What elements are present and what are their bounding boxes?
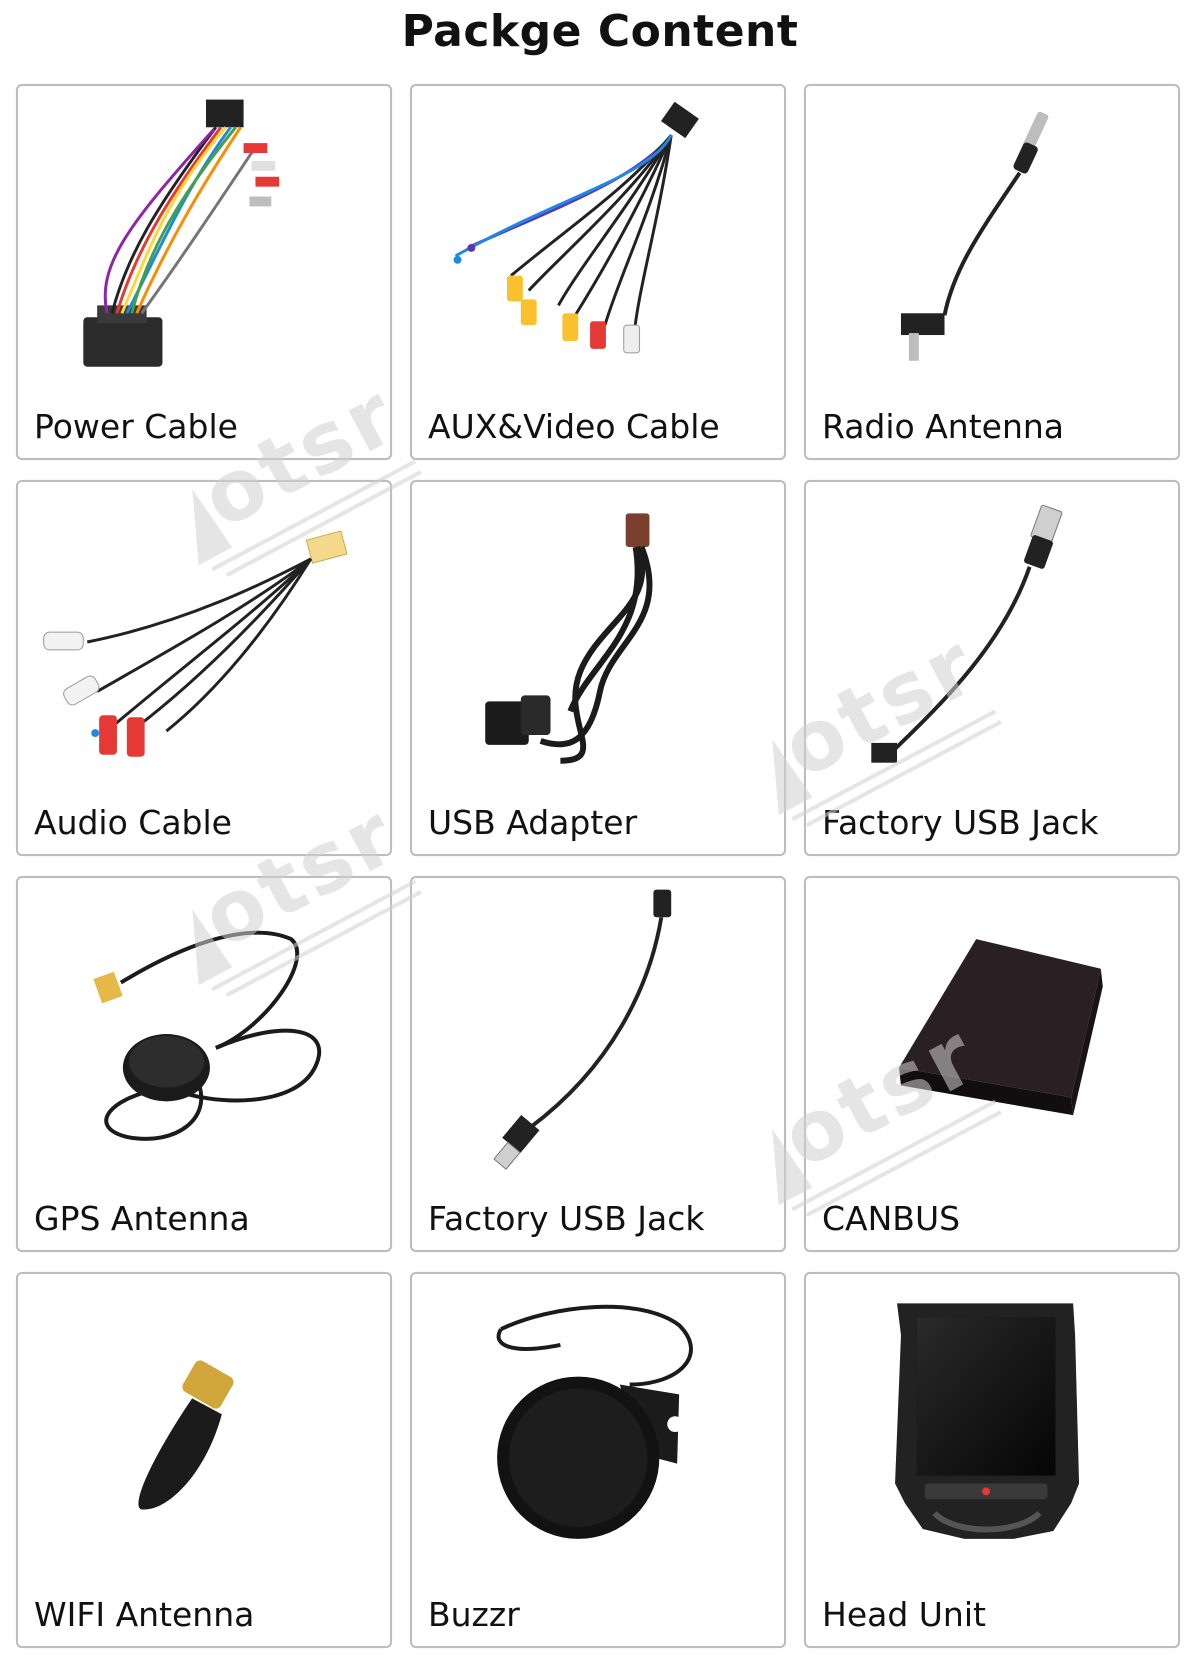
item-card-aux-video-cable: AUX&Video Cable [410, 84, 786, 460]
page-title: Packge Content [401, 6, 799, 57]
item-label: Power Cable [34, 407, 238, 446]
item-label: CANBUS [822, 1199, 961, 1238]
item-label: Head Unit [822, 1595, 986, 1634]
item-card-buzzer: Buzzr [410, 1272, 786, 1648]
item-card-radio-antenna: Radio Antenna [804, 84, 1180, 460]
item-card-gps-antenna: GPS Antenna [16, 876, 392, 1252]
item-card-wifi-antenna: WIFI Antenna [16, 1272, 392, 1648]
factory-usb-jack-icon [412, 878, 784, 1198]
item-card-head-unit: Head Unit [804, 1272, 1180, 1648]
usb-adapter-icon [412, 482, 784, 802]
package-content-grid: Power Cable [16, 84, 1186, 1654]
item-card-factory-usb-jack-1: Factory USB Jack [804, 480, 1180, 856]
item-label: USB Adapter [428, 803, 638, 842]
item-card-power-cable: Power Cable [16, 84, 392, 460]
item-card-usb-adapter: USB Adapter [410, 480, 786, 856]
item-label: Audio Cable [34, 803, 232, 842]
buzzer-icon [412, 1274, 784, 1594]
canbus-box-icon [806, 878, 1178, 1198]
item-label: GPS Antenna [34, 1199, 250, 1238]
gps-antenna-icon [18, 878, 390, 1198]
item-label: Factory USB Jack [428, 1199, 705, 1238]
item-card-factory-usb-jack-2: Factory USB Jack [410, 876, 786, 1252]
audio-cable-icon [18, 482, 390, 802]
item-card-canbus: CANBUS [804, 876, 1180, 1252]
factory-usb-jack-icon [806, 482, 1178, 802]
wifi-antenna-icon [18, 1274, 390, 1594]
power-cable-harness-icon [18, 86, 390, 406]
item-label: Radio Antenna [822, 407, 1065, 446]
item-label: Factory USB Jack [822, 803, 1099, 842]
item-label: WIFI Antenna [34, 1595, 255, 1634]
aux-video-cable-icon [412, 86, 784, 406]
item-card-audio-cable: Audio Cable [16, 480, 392, 856]
item-label: Buzzr [428, 1595, 520, 1634]
item-label: AUX&Video Cable [428, 407, 720, 446]
radio-antenna-icon [806, 86, 1178, 406]
head-unit-icon [806, 1274, 1178, 1594]
